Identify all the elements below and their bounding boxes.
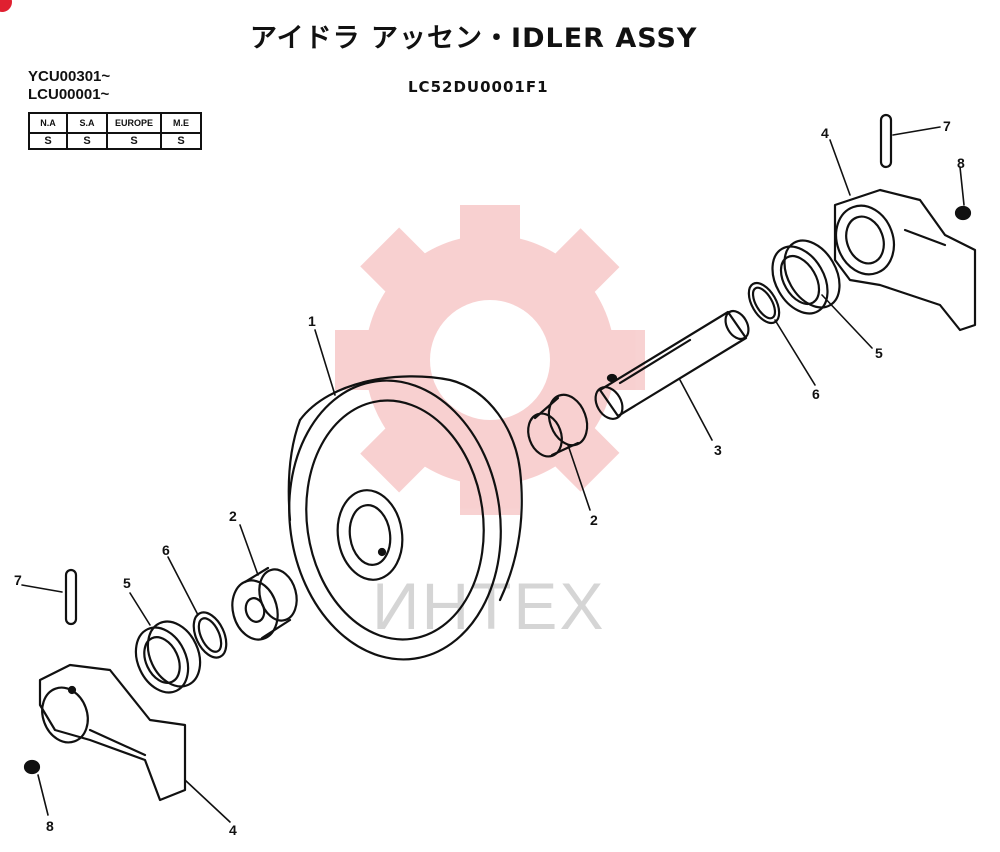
support-left-part-4 <box>38 663 187 802</box>
leader-lines <box>21 126 965 823</box>
plug-right-part-8 <box>954 205 972 221</box>
support-right-part-4 <box>833 188 977 332</box>
seal-right-part-5 <box>771 239 841 315</box>
callout-idler: 1 <box>308 313 316 329</box>
callout-support-left: 4 <box>229 822 237 838</box>
callout-pin-right: 7 <box>943 118 951 134</box>
page-title: アイドラ アッセン・IDLER ASSY <box>250 23 698 54</box>
drawing-code: LC52DU0001F1 <box>408 78 549 96</box>
serial-range-1: YCU00301~ <box>28 68 111 85</box>
region-value-europe: S <box>106 132 162 150</box>
plug-left-part-8 <box>23 759 41 775</box>
pin-right-part-7 <box>879 113 893 169</box>
shaft-part-3 <box>594 309 750 420</box>
callout-oring-left: 6 <box>162 542 170 558</box>
callout-shaft: 3 <box>714 442 722 458</box>
watermark-text: ИНТЕХ <box>372 569 606 643</box>
callout-seal-right: 5 <box>875 345 883 361</box>
watermark-gear-logo <box>335 205 645 515</box>
callout-plug-left: 8 <box>46 818 54 834</box>
callout-pin-left: 7 <box>14 572 22 588</box>
callout-oring-right: 6 <box>812 386 820 402</box>
region-value-na: S <box>28 132 68 150</box>
oring-left-part-6 <box>192 611 228 659</box>
region-header-europe: EUROPE <box>106 112 162 134</box>
pin-left-part-7 <box>64 568 78 626</box>
callout-plug-right: 8 <box>957 155 965 171</box>
idler-wheel-part-1 <box>287 375 523 661</box>
region-value-me: S <box>160 132 202 150</box>
callout-support-right: 4 <box>821 125 829 141</box>
region-table: N.A S.A EUROPE M.E S S S S <box>28 112 202 150</box>
callout-bushing-right: 2 <box>590 512 598 528</box>
callout-seal-left: 5 <box>123 575 131 591</box>
bushing-left-part-2 <box>231 566 298 641</box>
serial-range-2: LCU00001~ <box>28 86 110 103</box>
region-value-sa: S <box>66 132 108 150</box>
corner-badge <box>0 0 12 12</box>
callout-bushing-left: 2 <box>229 508 237 524</box>
bushing-right-part-2 <box>527 393 589 458</box>
region-header-na: N.A <box>28 112 68 134</box>
region-header-me: M.E <box>160 112 202 134</box>
seal-left-part-5 <box>134 620 202 694</box>
region-header-sa: S.A <box>66 112 108 134</box>
oring-right-part-6 <box>747 281 781 325</box>
